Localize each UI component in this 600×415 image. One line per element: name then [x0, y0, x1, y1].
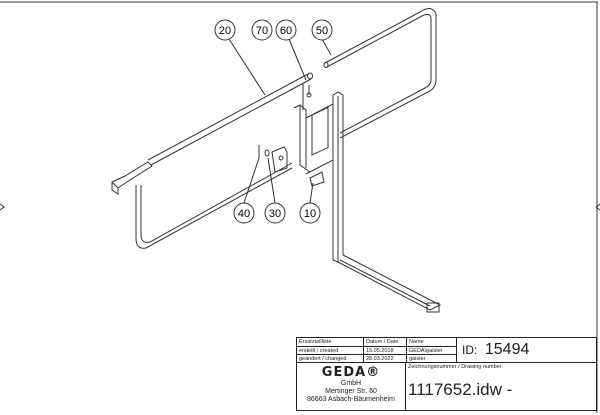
balloon-70: 70	[251, 19, 273, 41]
balloon-20: 20	[214, 19, 236, 41]
balloon-10: 10	[299, 202, 321, 224]
title-block: Ersatzteilliste Datum / Date Name erstel…	[296, 337, 597, 411]
drawing-number-block: Zeichnungsnummer / Drawing number: 11176…	[405, 362, 596, 410]
hinge-plate	[293, 84, 334, 175]
balloon-50: 50	[311, 19, 333, 41]
date-label: Datum / Date	[363, 338, 406, 346]
changed-name: gaister	[406, 354, 456, 362]
svg-text:30: 30	[269, 208, 281, 220]
created-name: GEDA\gaister	[406, 346, 456, 354]
geda-logo: GEDA®	[321, 365, 381, 380]
company-form: GmbH	[340, 380, 362, 387]
leader-lines	[228, 38, 332, 204]
svg-text:60: 60	[280, 25, 292, 37]
drawing-number: 1117652.idw -	[408, 380, 513, 399]
id-field: ID: 15494	[456, 338, 596, 362]
center-mark-right	[595, 203, 600, 211]
id-value: 15494	[484, 341, 530, 358]
company-street: Mertinger Str. 60	[325, 388, 377, 395]
svg-text:20: 20	[219, 25, 231, 37]
center-mark-left	[0, 203, 5, 211]
name-label: Name	[406, 338, 456, 346]
post	[309, 91, 442, 313]
small-parts	[258, 85, 312, 173]
balloon-30: 30	[264, 202, 286, 224]
parts-list-label: Ersatzteilliste	[299, 339, 332, 345]
left-hoop	[111, 161, 293, 249]
created-label: erstellt / created	[297, 346, 363, 354]
created-date: 15.05.2018	[363, 346, 406, 354]
id-label: ID:	[462, 343, 478, 357]
balloon-60: 60	[275, 19, 297, 41]
company-city: 86663 Asbach-Bäumenheim	[307, 396, 395, 403]
right-hoop	[323, 8, 437, 139]
svg-text:40: 40	[238, 208, 250, 220]
balloon-group: 20 70 60 50 40 30 10	[214, 19, 333, 224]
svg-text:10: 10	[304, 208, 316, 220]
top-rail	[147, 72, 313, 166]
drawing-number-label: Zeichnungsnummer / Drawing number:	[408, 364, 504, 370]
svg-text:50: 50	[316, 25, 328, 37]
changed-label: geändert / changed	[297, 354, 363, 362]
changed-date: 28.03.2022	[363, 354, 406, 362]
company-block: GEDA® GmbH Mertinger Str. 60 86663 Asbac…	[297, 362, 405, 410]
svg-text:70: 70	[256, 25, 268, 37]
balloon-40: 40	[233, 202, 255, 224]
